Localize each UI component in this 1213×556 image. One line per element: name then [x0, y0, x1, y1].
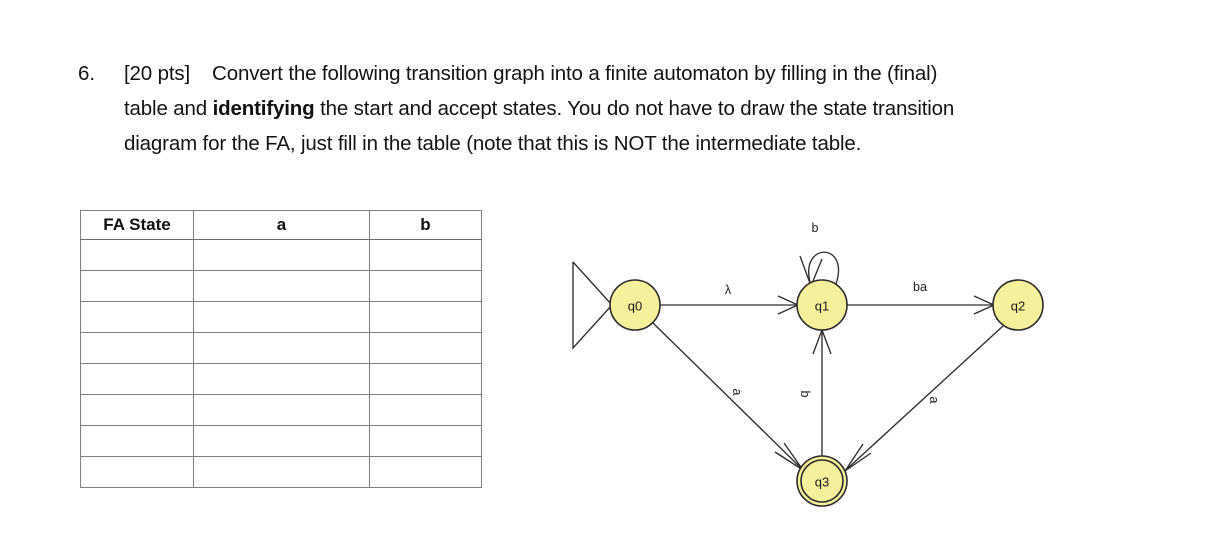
table-cell[interactable]: [80, 270, 194, 302]
edge-label-q1-q2: ba: [913, 280, 927, 294]
table-body: [80, 239, 482, 488]
question-line-3: diagram for the FA, just fill in the tab…: [78, 126, 1188, 161]
fa-transition-table: FA State a b: [80, 210, 482, 488]
table-cell[interactable]: [369, 394, 482, 426]
transition-graph-diagram: λ b ba a b a q0 q1 q2: [572, 221, 1044, 507]
edge-q0-q1: λ: [660, 283, 800, 315]
table-cell[interactable]: [193, 456, 370, 488]
table-row: [80, 363, 482, 395]
state-node-q1-circle: [796, 279, 848, 331]
column-header-a: a: [193, 210, 370, 240]
state-node-q3[interactable]: q3: [796, 455, 848, 507]
state-node-q1-label: q1: [815, 299, 829, 314]
state-node-q2-label: q2: [1011, 299, 1025, 314]
table-cell[interactable]: [80, 394, 194, 426]
edge-q0-q3-line: [652, 322, 801, 468]
edge-label-q0-q3: a: [730, 389, 744, 396]
state-node-q3-circle: [796, 455, 848, 507]
table-cell[interactable]: [369, 425, 482, 457]
state-node-q0-circle: [609, 279, 661, 331]
table-row: [80, 270, 482, 302]
edge-q2-q3-line: [847, 325, 1004, 469]
question-line-2: table and identifying the start and acce…: [78, 91, 1188, 126]
question-number: 6.: [78, 62, 96, 85]
edge-label-q2-q3: a: [927, 397, 941, 404]
column-header-b: b: [369, 210, 482, 240]
question-line-2-emphasis: identifying: [212, 97, 315, 120]
edge-q1-self-loop-path: [808, 251, 839, 285]
table-cell[interactable]: [193, 270, 370, 302]
table-row: [80, 456, 482, 488]
state-node-q0-label: q0: [628, 299, 642, 314]
table-cell[interactable]: [369, 332, 482, 364]
table-cell[interactable]: [80, 425, 194, 457]
edge-q1-q1-self-loop: b: [799, 221, 839, 288]
question-line-2-prefix: table and: [124, 97, 213, 120]
edge-label-q0-q1: λ: [725, 283, 732, 297]
start-state-marker-icon: [572, 261, 613, 350]
question-points: [20 pts]: [124, 62, 191, 85]
edge-label-q1-self-loop: b: [812, 221, 819, 235]
edge-q2-q3: a: [844, 325, 1004, 472]
table-row: [80, 239, 482, 271]
question-line-2-suffix: the start and accept states. You do not …: [314, 97, 955, 120]
table-cell[interactable]: [369, 301, 482, 333]
table-cell[interactable]: [193, 239, 370, 271]
question-line-1: [20 pts] Convert the following transition…: [78, 56, 1188, 91]
state-node-q2-circle: [992, 279, 1044, 331]
edge-q0-q3: a: [652, 322, 804, 471]
table-header-row: FA State a b: [80, 210, 482, 240]
state-node-q3-label: q3: [815, 475, 829, 490]
table-cell[interactable]: [193, 332, 370, 364]
state-node-q3-accept-ring-icon: [800, 459, 844, 503]
table-row: [80, 332, 482, 364]
state-node-q2[interactable]: q2: [992, 279, 1044, 331]
table-cell[interactable]: [80, 363, 194, 395]
table-cell[interactable]: [369, 456, 482, 488]
table-cell[interactable]: [80, 332, 194, 364]
edge-label-q3-q1: b: [798, 391, 812, 398]
question-line-3-text: diagram for the FA, just fill in the tab…: [124, 132, 862, 155]
table-row: [80, 425, 482, 457]
table-cell[interactable]: [80, 239, 194, 271]
table-cell[interactable]: [369, 270, 482, 302]
state-node-q0[interactable]: q0: [609, 279, 661, 331]
column-header-fa-state: FA State: [80, 210, 194, 240]
table-cell[interactable]: [80, 456, 194, 488]
table-cell[interactable]: [369, 363, 482, 395]
question-line-1-text: Convert the following transition graph i…: [212, 62, 938, 85]
table-cell[interactable]: [369, 239, 482, 271]
edge-q1-q2: ba: [847, 280, 996, 315]
table-cell[interactable]: [193, 394, 370, 426]
state-node-q1[interactable]: q1: [796, 279, 848, 331]
table-row: [80, 394, 482, 426]
table-cell[interactable]: [80, 301, 194, 333]
table-cell[interactable]: [193, 425, 370, 457]
table-row: [80, 301, 482, 333]
table-cell[interactable]: [193, 363, 370, 395]
edge-q3-q1: b: [798, 328, 832, 456]
question-block: 6. [20 pts] Convert the following transit…: [78, 56, 1188, 161]
table-cell[interactable]: [193, 301, 370, 333]
